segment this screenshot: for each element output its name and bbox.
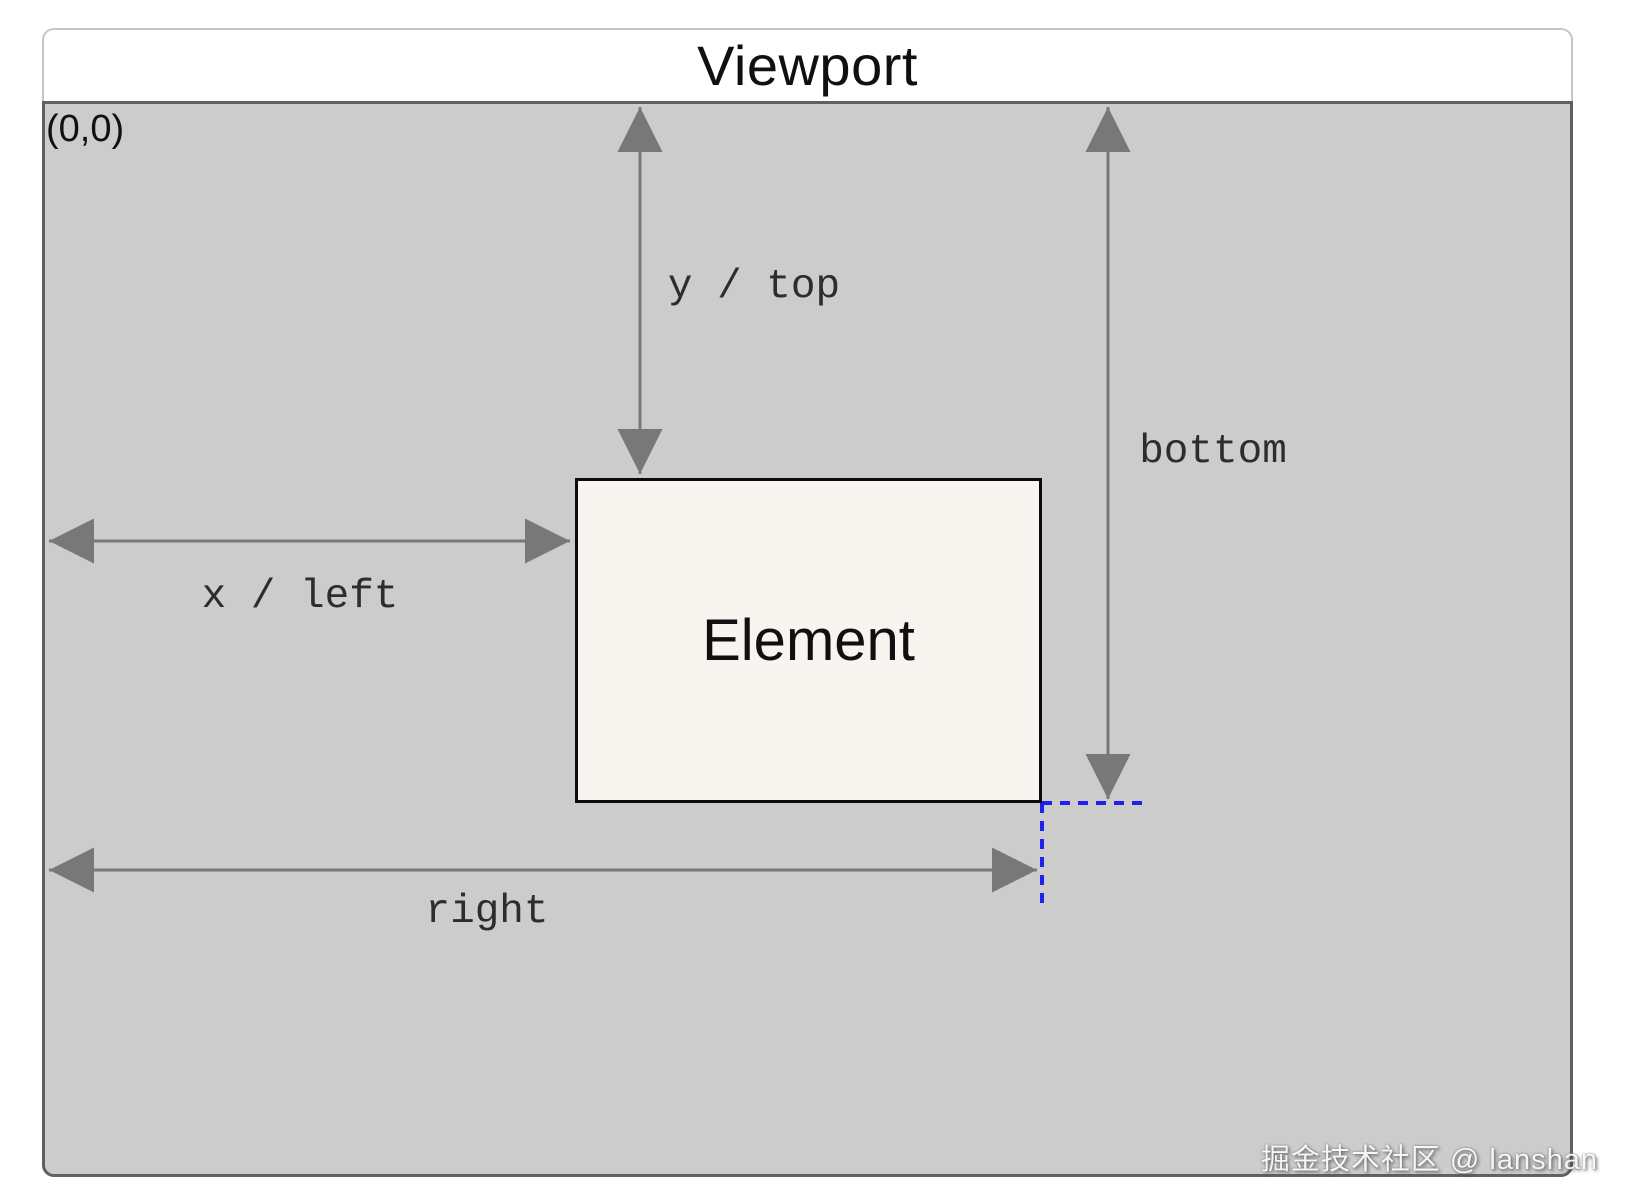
bottom-label: bottom [1139,429,1287,475]
viewport-title: Viewport [697,34,918,97]
element-label: Element [702,608,915,673]
x-left-label: x / left [201,574,399,620]
viewport-header: Viewport [42,28,1573,103]
watermark: 掘金技术社区 @ lanshan [1260,1144,1598,1176]
element-box: Element [575,478,1042,803]
y-top-label: y / top [667,264,841,310]
right-label: right [425,889,549,935]
origin-label: (0,0) [46,108,125,150]
